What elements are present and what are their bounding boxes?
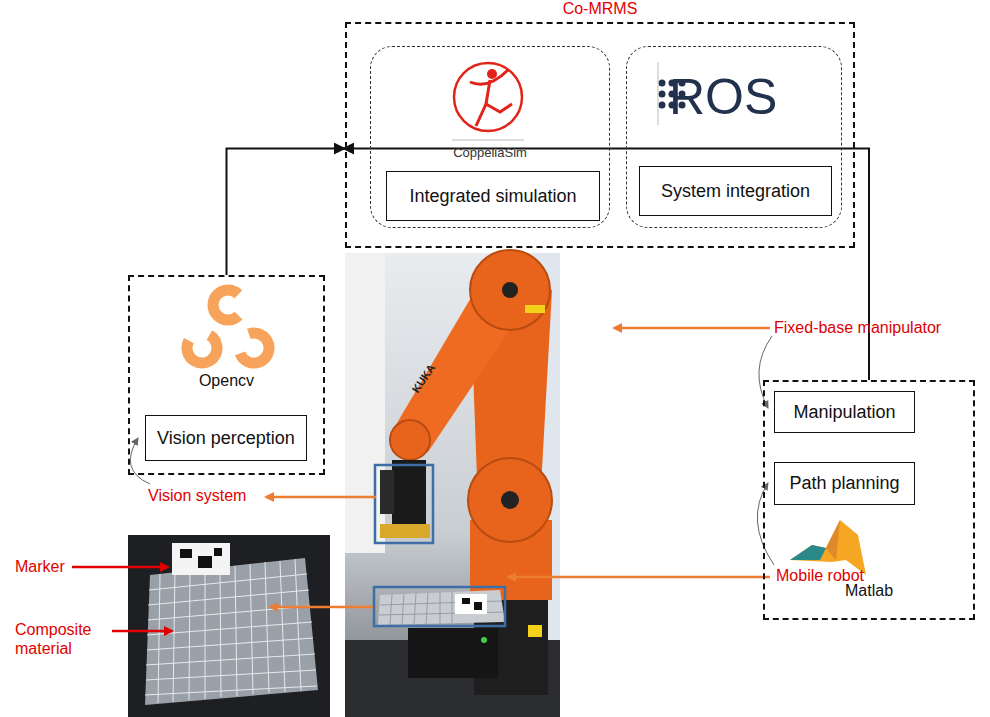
process-box: Vision perception — [145, 415, 307, 461]
part-label: Fixed-base manipulator — [774, 318, 941, 337]
brand-text: KUKA — [410, 362, 439, 396]
composite-photo — [128, 535, 330, 717]
group-box: Co-MRMSCoppeliaSimIntegrated simulationR… — [345, 22, 855, 248]
group-heading: Opencv — [130, 372, 323, 390]
box-label: Path planning — [789, 473, 899, 494]
matlab-logo — [790, 520, 866, 575]
part-label: Mobile robot — [776, 566, 864, 585]
group-heading: CoppeliaSim — [371, 146, 609, 161]
flow-arrow — [227, 149, 345, 275]
box-label: Manipulation — [793, 402, 895, 423]
robot-photo — [345, 250, 560, 717]
module-panel: CoppeliaSimIntegrated simulation — [370, 46, 610, 228]
box-label: Vision perception — [157, 428, 295, 449]
box-label: System integration — [661, 181, 810, 202]
box-label: Integrated simulation — [409, 186, 576, 207]
group-heading: Matlab — [845, 582, 893, 600]
callout-label: Composite material — [15, 620, 110, 658]
part-label: Vision system — [148, 486, 246, 505]
module-panel: ROS System integration — [626, 46, 842, 228]
group-heading: Co-MRMS — [347, 0, 853, 18]
flow-arrow — [344, 149, 869, 380]
process-box: System integration — [639, 166, 832, 216]
callout-label: Marker — [15, 557, 65, 576]
process-box: Integrated simulation — [386, 171, 600, 221]
opencv-logo — [182, 284, 274, 369]
group-heading: ROS — [669, 69, 777, 127]
process-box: Path planning — [774, 462, 915, 505]
leader-lines — [72, 328, 774, 631]
coppeliasim-logo — [452, 63, 524, 140]
process-box: Manipulation — [774, 391, 915, 433]
group-box: OpencvVision perception — [128, 275, 325, 475]
